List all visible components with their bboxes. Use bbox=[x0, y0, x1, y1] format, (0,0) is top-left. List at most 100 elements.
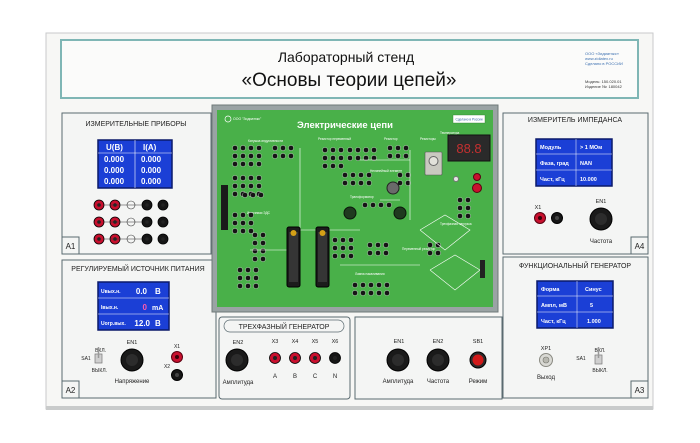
board-socket[interactable] bbox=[368, 290, 374, 296]
board-socket[interactable] bbox=[260, 256, 266, 262]
board-socket[interactable] bbox=[405, 180, 411, 186]
board-socket[interactable] bbox=[322, 155, 328, 161]
board-socket[interactable] bbox=[322, 163, 328, 169]
board-socket[interactable] bbox=[232, 175, 238, 181]
board-socket[interactable] bbox=[358, 172, 364, 178]
board-socket[interactable] bbox=[360, 282, 366, 288]
board-socket[interactable] bbox=[383, 242, 389, 248]
board-socket[interactable] bbox=[245, 283, 251, 289]
board-socket[interactable] bbox=[457, 213, 463, 219]
board-socket[interactable] bbox=[232, 153, 238, 159]
board-socket[interactable] bbox=[237, 267, 243, 273]
board-socket[interactable] bbox=[240, 145, 246, 151]
board-socket[interactable] bbox=[427, 242, 433, 248]
board-socket[interactable] bbox=[465, 205, 471, 211]
board-socket[interactable] bbox=[245, 275, 251, 281]
board-socket[interactable] bbox=[232, 228, 238, 234]
board-socket[interactable] bbox=[248, 175, 254, 181]
board-socket[interactable] bbox=[360, 290, 366, 296]
board-socket[interactable] bbox=[363, 155, 369, 161]
board-socket[interactable] bbox=[232, 212, 238, 218]
board-socket[interactable] bbox=[350, 180, 356, 186]
board-socket[interactable] bbox=[358, 180, 364, 186]
board-socket[interactable] bbox=[350, 172, 356, 178]
board-socket[interactable] bbox=[330, 155, 336, 161]
board-socket[interactable] bbox=[366, 172, 372, 178]
board-socket[interactable] bbox=[240, 183, 246, 189]
board-socket[interactable] bbox=[355, 155, 361, 161]
board-socket[interactable] bbox=[397, 180, 403, 186]
board-socket[interactable] bbox=[332, 245, 338, 251]
board-socket[interactable] bbox=[340, 237, 346, 243]
board-socket[interactable] bbox=[340, 253, 346, 259]
circuit-slider[interactable] bbox=[480, 260, 485, 278]
board-socket[interactable] bbox=[280, 145, 286, 151]
board-socket[interactable] bbox=[330, 163, 336, 169]
board-socket[interactable] bbox=[352, 282, 358, 288]
board-socket[interactable] bbox=[338, 163, 344, 169]
board-socket[interactable] bbox=[240, 220, 246, 226]
board-socket[interactable] bbox=[347, 147, 353, 153]
board-socket[interactable] bbox=[367, 242, 373, 248]
board-socket[interactable] bbox=[248, 228, 254, 234]
board-socket[interactable] bbox=[387, 145, 393, 151]
board-socket[interactable] bbox=[395, 145, 401, 151]
board-socket[interactable] bbox=[397, 172, 403, 178]
board-socket[interactable] bbox=[338, 147, 344, 153]
board-socket[interactable] bbox=[288, 145, 294, 151]
board-socket[interactable] bbox=[355, 147, 361, 153]
board-socket[interactable] bbox=[427, 250, 433, 256]
board-socket[interactable] bbox=[237, 275, 243, 281]
board-socket[interactable] bbox=[348, 253, 354, 259]
board-socket[interactable] bbox=[371, 155, 377, 161]
board-socket[interactable] bbox=[256, 145, 262, 151]
board-socket[interactable] bbox=[288, 153, 294, 159]
board-socket[interactable] bbox=[368, 282, 374, 288]
board-socket[interactable] bbox=[366, 180, 372, 186]
board-socket[interactable] bbox=[280, 153, 286, 159]
board-socket[interactable] bbox=[332, 237, 338, 243]
board-socket[interactable] bbox=[260, 232, 266, 238]
board-socket[interactable] bbox=[322, 147, 328, 153]
board-socket[interactable] bbox=[375, 242, 381, 248]
board-socket[interactable] bbox=[258, 192, 264, 198]
board-socket[interactable] bbox=[363, 147, 369, 153]
board-socket[interactable] bbox=[256, 183, 262, 189]
controls-mode-button[interactable] bbox=[472, 354, 484, 366]
board-socket[interactable] bbox=[245, 267, 251, 273]
board-socket[interactable] bbox=[330, 147, 336, 153]
board-socket[interactable] bbox=[232, 145, 238, 151]
board-socket[interactable] bbox=[395, 153, 401, 159]
board-socket[interactable] bbox=[338, 155, 344, 161]
board-socket[interactable] bbox=[386, 202, 392, 208]
board-socket[interactable] bbox=[252, 248, 258, 254]
board-socket[interactable] bbox=[240, 228, 246, 234]
board-socket[interactable] bbox=[272, 153, 278, 159]
board-socket[interactable] bbox=[248, 145, 254, 151]
board-socket[interactable] bbox=[248, 153, 254, 159]
board-socket[interactable] bbox=[242, 192, 248, 198]
board-socket[interactable] bbox=[342, 180, 348, 186]
board-socket[interactable] bbox=[240, 212, 246, 218]
board-socket[interactable] bbox=[232, 161, 238, 167]
board-socket[interactable] bbox=[465, 197, 471, 203]
board-socket[interactable] bbox=[332, 253, 338, 259]
board-socket[interactable] bbox=[352, 290, 358, 296]
board-socket[interactable] bbox=[252, 240, 258, 246]
board-socket[interactable] bbox=[376, 290, 382, 296]
board-socket[interactable] bbox=[256, 153, 262, 159]
board-socket[interactable] bbox=[248, 161, 254, 167]
board-socket[interactable] bbox=[367, 250, 373, 256]
board-socket[interactable] bbox=[403, 145, 409, 151]
board-socket[interactable] bbox=[347, 155, 353, 161]
board-socket[interactable] bbox=[405, 172, 411, 178]
board-socket[interactable] bbox=[384, 282, 390, 288]
board-socket[interactable] bbox=[375, 250, 381, 256]
board-socket[interactable] bbox=[371, 147, 377, 153]
board-socket[interactable] bbox=[378, 202, 384, 208]
board-socket[interactable] bbox=[348, 245, 354, 251]
board-socket[interactable] bbox=[342, 172, 348, 178]
board-socket[interactable] bbox=[240, 161, 246, 167]
board-socket[interactable] bbox=[348, 237, 354, 243]
board-socket[interactable] bbox=[253, 283, 259, 289]
